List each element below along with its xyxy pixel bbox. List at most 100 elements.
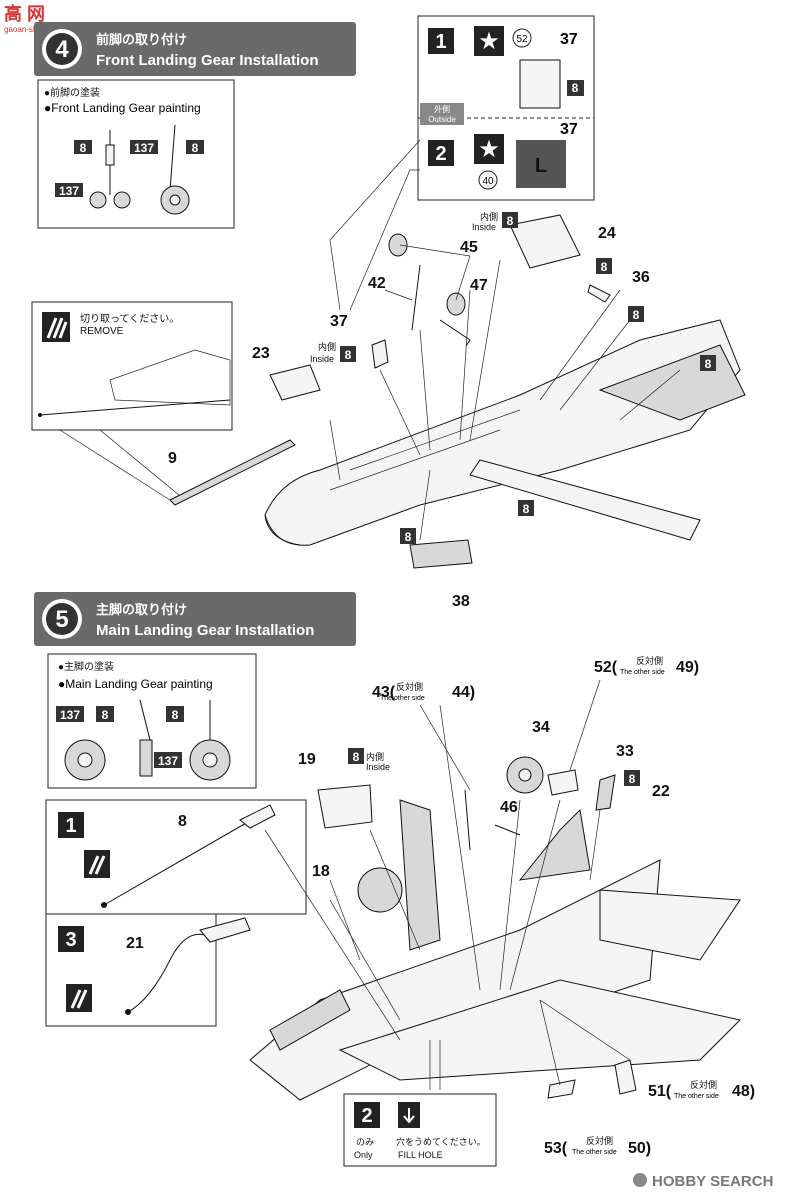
part-label: 52( <box>594 659 618 676</box>
part-23 <box>269 364 321 401</box>
color-badge: 8 <box>192 141 199 155</box>
part-24 <box>509 214 581 269</box>
fill-hole-jp: 穴をうめてください。 <box>396 1136 486 1147</box>
step5-part-labels: 43( 反対側 The other side 44) 52( 反対側 The o… <box>298 655 755 1157</box>
watermark-url: gaoan-shop.com <box>4 25 64 34</box>
part-label-l: L <box>535 155 547 177</box>
part-label: 21 <box>126 935 144 952</box>
part-label: 8 <box>178 813 187 830</box>
step4-title-en: Front Landing Gear Installation <box>96 52 319 69</box>
color-badge: 8 <box>572 81 579 95</box>
color-badge: 8 <box>601 260 608 274</box>
option-boxes-step5: 1 3 <box>45 799 307 1027</box>
part-label: 34 <box>532 719 550 736</box>
part-45-wheel <box>446 292 466 316</box>
color-badge: 8 <box>345 348 352 362</box>
other-side-en: The other side <box>620 669 665 676</box>
color-badge: 8 <box>172 708 179 722</box>
part-21 <box>127 933 206 1013</box>
color-badge: 137 <box>59 184 79 198</box>
step5-title-en: Main Landing Gear Installation <box>96 622 314 639</box>
color-badge: 8 <box>102 708 109 722</box>
part-label: 33 <box>616 743 634 760</box>
color-badge: 8 <box>705 357 712 371</box>
option2-badge: 2 <box>435 143 446 165</box>
footer-logo: HOBBY SEARCH <box>633 1173 773 1190</box>
color-badge: 137 <box>134 141 154 155</box>
part-53 <box>547 1079 576 1099</box>
color-badge: 8 <box>80 141 87 155</box>
part-number: 37 <box>560 121 578 138</box>
part-number: 37 <box>560 31 578 48</box>
part-label: 23 <box>252 345 270 362</box>
decal-number: 40 <box>482 176 494 187</box>
fill-hole-en: FILL HOLE <box>398 1150 443 1160</box>
step4-number: 4 <box>55 36 69 63</box>
main-gear-painting-box: ●主脚の塗装 ●Main Landing Gear painting 137 8… <box>47 653 257 789</box>
step4-title-jp: 前脚の取り付け <box>96 32 187 47</box>
fill-hole-box: 2 のみ Only 穴をうめてください。 FILL HOLE <box>343 1093 497 1167</box>
star-icon: ★ <box>478 28 500 55</box>
part-label: 51( <box>648 1083 672 1100</box>
part-label: 47 <box>470 277 488 294</box>
color-badge: 8 <box>629 772 636 786</box>
step4-header: 4 前脚の取り付け Front Landing Gear Installatio… <box>34 22 356 76</box>
other-side-jp: 反対側 <box>586 1135 613 1146</box>
star-icon: ★ <box>478 136 500 163</box>
step4-part-labels: 45 42 47 37 23 9 24 36 38 内側 Inside 内側 I… <box>168 211 716 610</box>
other-side-jp: 反対側 <box>396 681 423 692</box>
color-badge: 137 <box>158 754 178 768</box>
inside-en: Inside <box>366 762 390 772</box>
part-37 <box>371 339 389 369</box>
inside-en: Inside <box>310 354 334 364</box>
part-51 <box>614 1059 637 1095</box>
color-badge: 137 <box>60 708 80 722</box>
cut-icon <box>88 855 106 875</box>
part-label: 22 <box>652 783 670 800</box>
part-label: 44) <box>452 684 475 701</box>
part-label: 46 <box>500 799 518 816</box>
fuselage-rear <box>249 799 741 1101</box>
color-badge: 8 <box>523 502 530 516</box>
front-painting-en: ●Front Landing Gear painting <box>44 101 201 115</box>
outside-label-jp: 外側 <box>434 104 450 114</box>
part-label: 18 <box>312 863 330 880</box>
other-side-en: The other side <box>380 695 425 702</box>
option1-badge: 1 <box>435 31 446 53</box>
part-46 <box>494 824 521 836</box>
part-label: 48) <box>732 1083 755 1100</box>
part-label: 38 <box>452 593 470 610</box>
part-18 <box>357 867 403 913</box>
part-8 <box>103 814 261 906</box>
part-52 <box>547 769 579 796</box>
part-label: 43( <box>372 684 396 701</box>
option2-badge: 2 <box>361 1105 372 1127</box>
footer-logo-text: HOBBY SEARCH <box>652 1173 773 1190</box>
inside-jp: 内側 <box>480 211 498 222</box>
part-label: 45 <box>460 239 478 256</box>
part-19 <box>317 784 373 829</box>
inside-en: Inside <box>472 222 496 232</box>
remove-en: REMOVE <box>80 326 124 337</box>
part-36 <box>587 284 611 303</box>
part-label: 50) <box>628 1140 651 1157</box>
color-badge: 8 <box>405 530 412 544</box>
option3-badge: 3 <box>65 929 76 951</box>
part-label: 37 <box>330 313 348 330</box>
watermark-logo: 高 网 <box>4 3 45 24</box>
part-label: 24 <box>598 225 616 242</box>
color-badge: 8 <box>633 308 640 322</box>
part-42 <box>411 264 421 331</box>
inside-jp: 内側 <box>318 341 336 352</box>
cut-icon <box>46 317 68 339</box>
step5-title-jp: 主脚の取り付け <box>96 602 187 617</box>
cut-icon <box>70 989 88 1009</box>
color-badge: 8 <box>353 750 360 764</box>
step5-header: 5 主脚の取り付け Main Landing Gear Installation <box>34 592 356 646</box>
fuselage-front <box>264 319 746 546</box>
step5-number: 5 <box>55 606 68 633</box>
part-label: 9 <box>168 450 177 467</box>
part-label: 42 <box>368 275 386 292</box>
part-label: 49) <box>676 659 699 676</box>
